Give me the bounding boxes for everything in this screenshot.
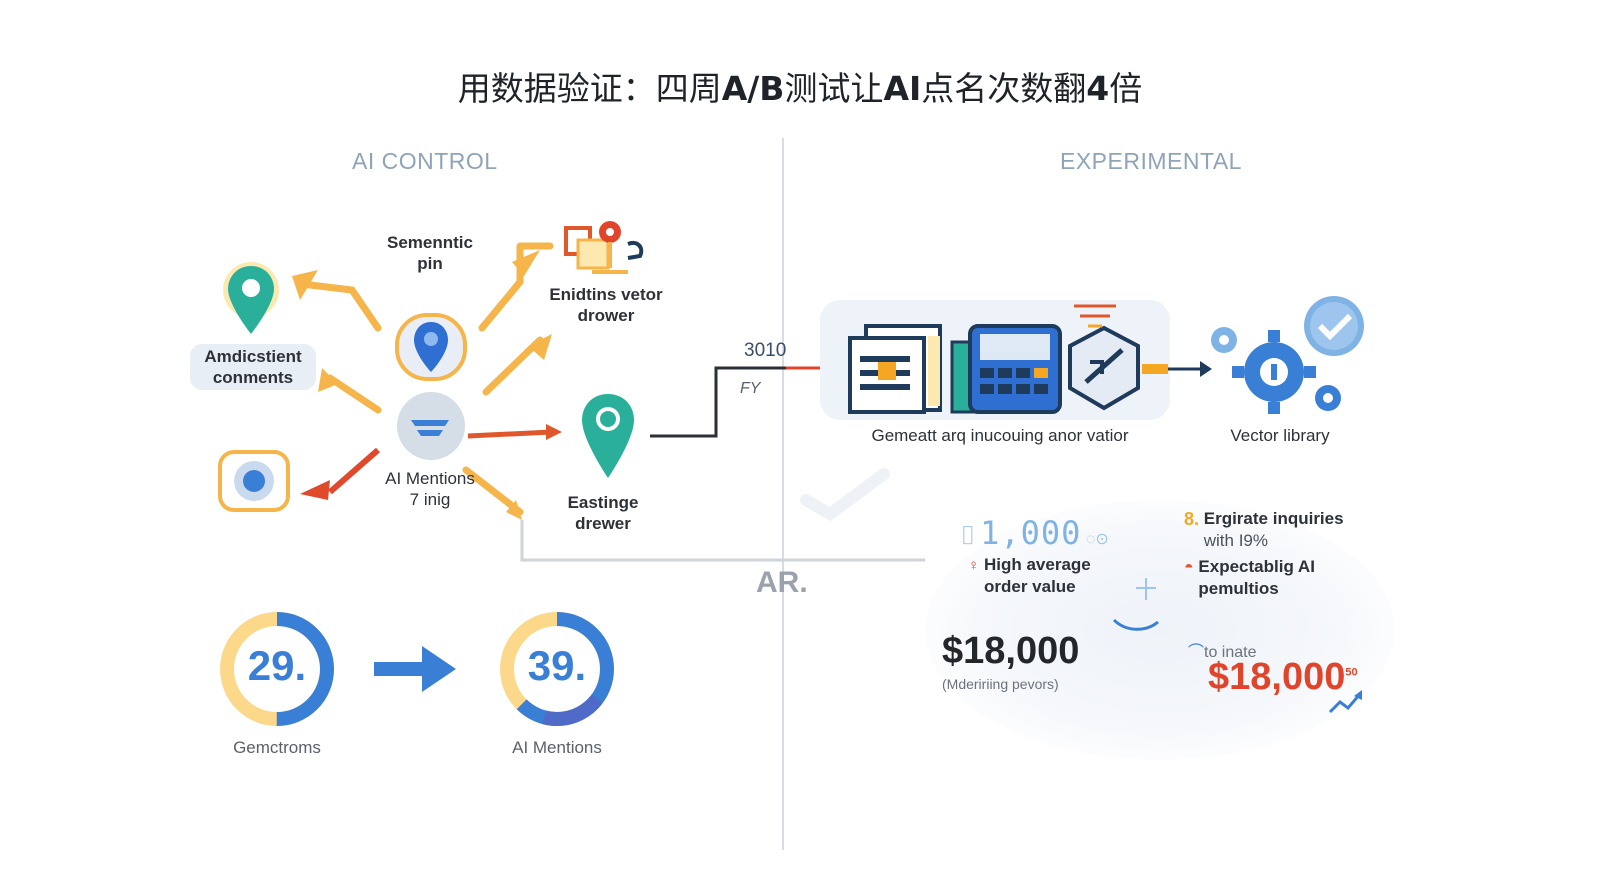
page-title: 用数据验证：四周A/B测试让AI点名次数翻4倍 [457,69,1143,108]
semantic-pin-icon [395,313,467,381]
pencil-arrow-icon [1142,361,1212,377]
arrow-right-icon [374,646,456,692]
bullet-ring-icon: ◓ [1184,559,1194,576]
donut-label-ai: AI Mentions [512,738,602,757]
donut-value-ai: 39. [527,642,587,689]
donut-value-control: 29. [247,642,307,689]
vector-library-caption: Vector library [1230,426,1330,445]
map-pin-icon [223,262,279,334]
counter-display: ⌷ 1,000 ◌⊙ [960,514,1109,552]
control-heading: AI CONTROL [352,148,498,174]
counter-decoration-icon: ◌⊙ [1085,531,1109,548]
vector-library-gears-icon [1211,296,1364,414]
donut-arc-control [220,612,334,726]
trend-up-icon [1328,690,1362,714]
highlight-lines-icon [1074,304,1116,328]
location-device-icon [564,221,644,274]
eastinge-pin-icon [582,394,634,478]
faint-check-icon [800,468,890,522]
dashboard-illustration [848,324,1140,414]
ai-mentions-hub-icon [397,392,465,460]
experimental-heading: EXPERIMENTAL [1060,148,1242,174]
money-left-note: (Mdeririing pevors) [942,676,1059,692]
map-decoration-icon [1112,578,1159,631]
step-top-label: 3010 [744,340,787,361]
money-left: $18,000 [942,630,1080,672]
lens-icon [218,450,290,512]
world-map-background [925,500,1395,760]
panel-caption: Gemeatt arq inucouing anor vatior [871,426,1129,445]
counter-bracket-icon: ⌷ [960,520,976,550]
ar-label: AR. [756,566,808,599]
location-marker-icon: ♀ [968,557,980,574]
money-right: $18,00050 [1208,656,1358,698]
center-divider [782,138,784,850]
donut-chart-control [220,612,334,726]
donut-label-control: Gemctroms [233,738,321,757]
step-bottom-label: FY [740,380,761,397]
swoosh-icon: ⌒ [1188,644,1205,661]
donut-chart-ai [500,612,614,726]
to-inate-label: ⌒to inate [1188,644,1257,661]
